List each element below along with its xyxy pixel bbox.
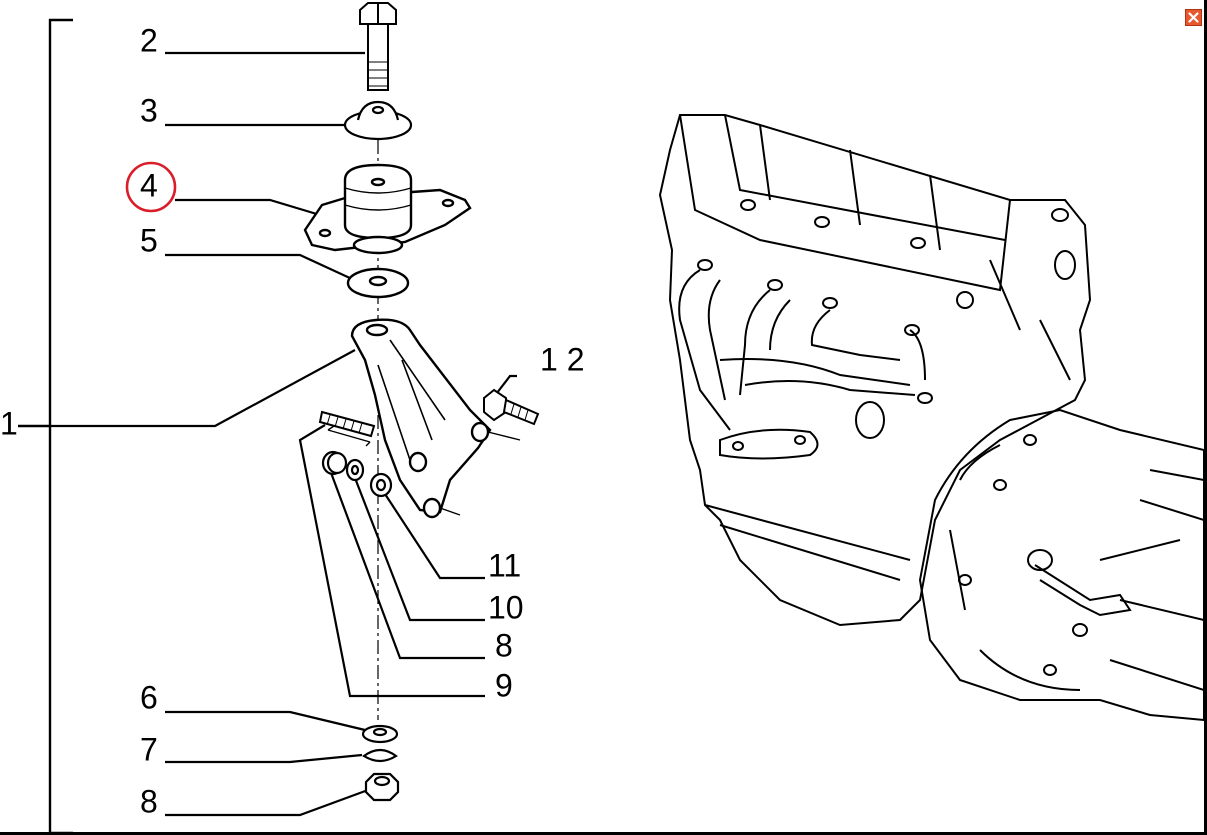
highlight-circle — [125, 161, 177, 213]
callout-1: 1 — [0, 405, 18, 441]
callout-6: 6 — [140, 679, 158, 715]
callout-11: 11 — [488, 547, 521, 583]
callout-2: 2 — [140, 22, 158, 58]
part-rubber-mount — [303, 163, 472, 255]
close-icon — [1188, 12, 1199, 23]
part-flat-washer — [346, 267, 410, 299]
part-side-bolt — [483, 388, 540, 426]
engine-illustration — [658, 114, 1204, 722]
callout-5: 5 — [140, 222, 158, 258]
callout-3: 3 — [140, 92, 158, 128]
part-dome-washer — [343, 100, 413, 141]
part-bolt — [359, 2, 397, 91]
callout-4: 4 — [140, 167, 158, 203]
callout-10: 10 — [488, 589, 524, 625]
callout-7: 7 — [140, 731, 158, 767]
callout-8-middle: 8 — [495, 627, 513, 663]
close-button[interactable] — [1185, 9, 1202, 26]
part-support-bracket — [350, 318, 521, 519]
callout-12: 1 2 — [540, 341, 584, 377]
callout-9: 9 — [495, 667, 513, 703]
part-bottom-fasteners — [361, 724, 400, 802]
callout-8-bottom: 8 — [140, 783, 158, 819]
callout-labels: 1 2 3 4 5 6 7 8 8 9 10 11 1 2 — [0, 22, 584, 819]
part-stud — [318, 410, 376, 447]
part-middle-fasteners — [321, 450, 393, 498]
